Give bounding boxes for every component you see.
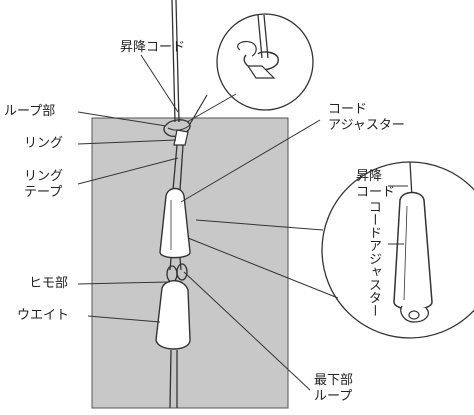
detail-top-ring [243,51,279,71]
ring-tape-line-1 [172,144,178,191]
label-cord-adjuster-2: アジャスター [328,118,405,133]
ring-tape-line-2 [179,144,184,191]
detail-top-cord-2 [263,14,269,59]
detail-top-loop [237,40,257,57]
label-bottom-loop-2: ループ [314,389,353,404]
detail-right-slot [403,205,408,301]
cord-adjuster-shape [159,187,191,259]
label-loop-part: ループ部 [4,104,56,119]
detail-top-cord-1 [257,14,263,59]
detail-top-connector [186,93,237,123]
detail-right-hole [408,310,420,320]
leader-bottom-loop [183,271,311,391]
shade-panel [91,117,289,409]
detail-label-adjuster-vertical: コードアジャスター [366,200,381,317]
label-lift-cord: 昇降コード [120,40,186,55]
leader-lift-cord [140,54,179,113]
leader-himo [77,281,171,285]
detail-right-connector-top [195,219,324,231]
lift-cord-line-1 [171,0,176,123]
detail-label-lift-2: コード [356,185,396,200]
label-ring-tape-2: テープ [24,185,63,200]
detail-label-lift-1: 昇降 [356,169,383,184]
detail-top-bracket [246,65,276,79]
label-weight: ウエイト [17,308,70,323]
detail-circle-top [216,13,314,111]
detail-right-adjuster [393,191,433,311]
detail-right-connector-bottom [187,237,339,299]
leader-cord-adjuster [180,119,321,203]
leader-ring-tape [77,157,179,185]
label-ring: リング [24,136,64,151]
lift-cord-line-2 [175,0,180,123]
leader-loop [77,111,167,127]
label-ring-tape-1: リング [24,169,64,184]
bottom-cord-1 [169,349,172,409]
himo-cord-1 [169,257,172,271]
label-bottom-loop-1: 最下部 [314,373,354,388]
himo-loop-right [176,263,188,281]
detail-right-clip [400,305,429,323]
label-cord-adjuster-1: コード [328,102,368,117]
label-himo-part: ヒモ部 [29,276,69,291]
weight-shape [155,280,191,350]
ring-loop-assembly [163,117,191,146]
leader-ring [77,139,177,145]
leader-weight [87,315,161,323]
